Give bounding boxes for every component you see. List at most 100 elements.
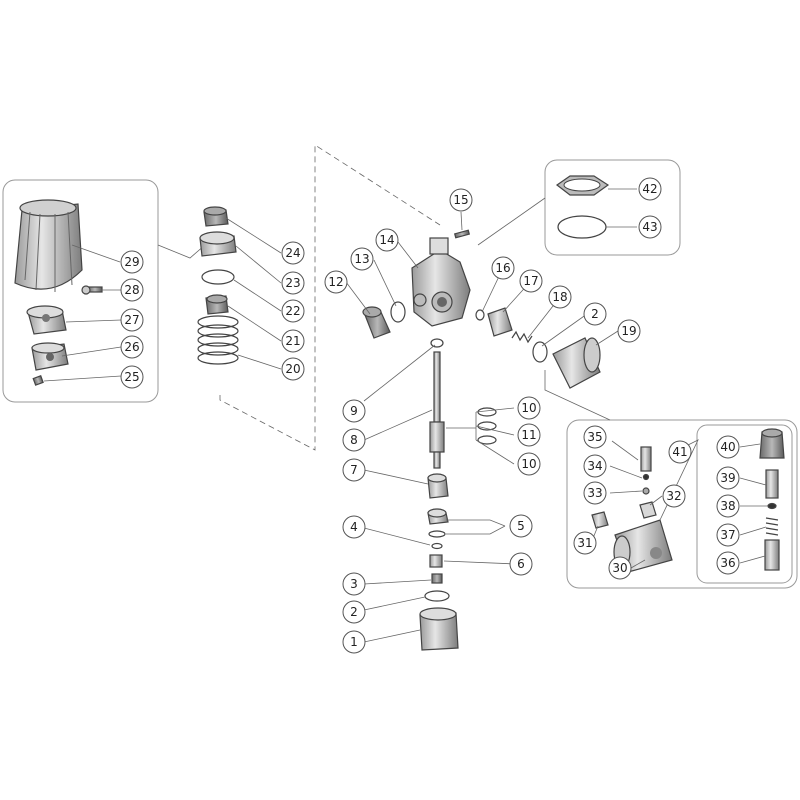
callout-24: 24 — [281, 241, 305, 265]
callout-35: 35 — [583, 425, 607, 449]
valve-group-box — [566, 419, 798, 589]
svg-text:16: 16 — [495, 261, 510, 275]
svg-text:21: 21 — [285, 334, 300, 348]
callout-23: 23 — [281, 271, 305, 295]
oring-2-lower-part — [424, 590, 450, 602]
cap-40-part — [759, 428, 785, 459]
leader-lines — [43, 188, 768, 643]
callout-14: 14 — [375, 228, 399, 252]
fitting-oring-part — [475, 309, 485, 321]
svg-text:42: 42 — [642, 182, 657, 196]
callout-4: 4 — [342, 515, 366, 539]
svg-text:1: 1 — [350, 635, 358, 649]
knob-adapter-part — [26, 305, 67, 335]
callout-5: 5 — [509, 514, 533, 538]
callout-21: 21 — [281, 329, 305, 353]
piston-rod-part — [429, 351, 445, 469]
svg-text:39: 39 — [720, 471, 735, 485]
spring-small-part — [511, 330, 533, 344]
svg-text:34: 34 — [587, 459, 602, 473]
callout-41: 41 — [668, 440, 692, 464]
regulator-spring-part — [197, 315, 239, 365]
callout-1: 1 — [342, 630, 366, 654]
svg-text:10: 10 — [521, 401, 536, 415]
oring-2-part — [532, 341, 548, 363]
guide-7-part — [427, 473, 449, 499]
callout-8: 8 — [342, 428, 366, 452]
knob-group-leader — [157, 244, 206, 259]
callout-13: 13 — [350, 247, 374, 271]
svg-text:24: 24 — [285, 246, 300, 260]
stem-39-part — [765, 469, 779, 499]
svg-text:8: 8 — [350, 433, 358, 447]
inlet-fitting-part — [419, 607, 459, 651]
svg-text:14: 14 — [379, 233, 394, 247]
callout-33: 33 — [583, 481, 607, 505]
callout-10-top: 10 — [517, 396, 541, 420]
oring-9-part — [430, 338, 444, 348]
callout-28: 28 — [120, 278, 144, 302]
svg-text:9: 9 — [350, 404, 358, 418]
svg-text:38: 38 — [720, 499, 735, 513]
callout-2-upper: 2 — [583, 302, 607, 326]
ball-6-part — [429, 554, 443, 568]
nut-42-part — [555, 175, 610, 196]
oring-38-part — [767, 502, 777, 510]
svg-text:31: 31 — [577, 536, 592, 550]
seal-group-leader — [477, 197, 546, 246]
svg-text:15: 15 — [453, 193, 468, 207]
seal-group-box — [544, 159, 681, 256]
callout-25: 25 — [120, 365, 144, 389]
regulator-nut-part — [205, 294, 229, 315]
svg-text:41: 41 — [672, 445, 687, 459]
callout-38: 38 — [716, 494, 740, 518]
callout-15: 15 — [449, 188, 473, 212]
callout-17: 17 — [519, 269, 543, 293]
callout-34: 34 — [583, 454, 607, 478]
gasket-43-part — [557, 215, 607, 239]
spacer-3-part — [431, 573, 443, 584]
callout-37: 37 — [716, 523, 740, 547]
svg-text:22: 22 — [285, 304, 300, 318]
screw-31-part — [591, 511, 609, 529]
nozzle-35-part — [640, 446, 652, 472]
svg-text:13: 13 — [354, 252, 369, 266]
seal-10-bottom-part — [477, 435, 497, 445]
svg-text:2: 2 — [350, 605, 358, 619]
callout-40: 40 — [716, 435, 740, 459]
svg-text:5: 5 — [517, 519, 525, 533]
knob-pin-part — [32, 375, 44, 386]
callout-39: 39 — [716, 466, 740, 490]
callout-43: 43 — [638, 215, 662, 239]
callout-26: 26 — [120, 335, 144, 359]
svg-text:25: 25 — [124, 370, 139, 384]
regulator-washer-part — [201, 269, 235, 285]
svg-text:33: 33 — [587, 486, 602, 500]
ball-33-part — [642, 487, 650, 495]
svg-text:19: 19 — [621, 324, 636, 338]
callout-42: 42 — [638, 177, 662, 201]
pin-part — [453, 229, 471, 239]
svg-text:12: 12 — [328, 275, 343, 289]
svg-text:11: 11 — [521, 428, 536, 442]
svg-text:37: 37 — [720, 528, 735, 542]
callout-16: 16 — [491, 256, 515, 280]
callout-22: 22 — [281, 299, 305, 323]
svg-text:30: 30 — [612, 561, 627, 575]
callout-7: 7 — [342, 458, 366, 482]
seat-5-part — [427, 508, 449, 538]
callout-19: 19 — [617, 319, 641, 343]
callout-36: 36 — [716, 551, 740, 575]
seal-11-part — [477, 421, 497, 431]
svg-text:23: 23 — [285, 276, 300, 290]
svg-text:20: 20 — [285, 362, 300, 376]
regulator-cap-part — [203, 206, 229, 227]
filter-32-part — [639, 501, 657, 519]
svg-text:10: 10 — [521, 457, 536, 471]
svg-text:18: 18 — [552, 290, 567, 304]
callout-11: 11 — [517, 423, 541, 447]
callout-18: 18 — [548, 285, 572, 309]
svg-text:4: 4 — [350, 520, 358, 534]
svg-text:35: 35 — [587, 430, 602, 444]
